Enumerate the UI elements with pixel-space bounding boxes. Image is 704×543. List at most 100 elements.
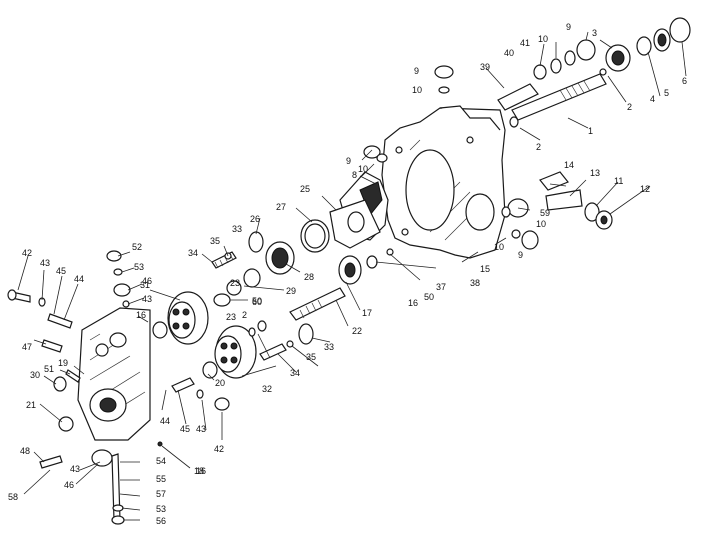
callout: 35 bbox=[306, 352, 316, 362]
bolt-48 bbox=[39, 455, 63, 469]
ring-10 bbox=[564, 50, 576, 66]
callout: 23 bbox=[230, 278, 240, 288]
callout: 12 bbox=[640, 184, 650, 194]
plug-52 bbox=[106, 250, 122, 262]
callout: 34 bbox=[290, 368, 300, 378]
callout: 14 bbox=[564, 160, 574, 170]
callout: 1 bbox=[588, 126, 593, 136]
callout: 5 bbox=[664, 88, 669, 98]
oring-53-top bbox=[113, 268, 123, 276]
oring-43-right bbox=[196, 389, 204, 399]
callout: 33 bbox=[324, 342, 334, 352]
callout: 53 bbox=[156, 504, 166, 514]
callout: 32 bbox=[262, 384, 272, 394]
pin-51 bbox=[65, 369, 81, 383]
ring-29 bbox=[226, 280, 242, 296]
callout: 48 bbox=[20, 446, 30, 456]
sleeve-33-top bbox=[248, 231, 264, 253]
pin-23-mid bbox=[248, 327, 256, 337]
plug-9-left bbox=[363, 145, 381, 159]
callout: 9 bbox=[518, 250, 523, 260]
callout: 10 bbox=[358, 164, 368, 174]
shaft-22 bbox=[289, 287, 346, 321]
center-housing bbox=[329, 105, 506, 259]
shaft-1 bbox=[511, 73, 607, 121]
callout: 15 bbox=[480, 264, 490, 274]
callout: 4 bbox=[650, 94, 655, 104]
callout: 20 bbox=[215, 378, 225, 388]
spring-44-left bbox=[47, 313, 73, 329]
callout: 43 bbox=[142, 294, 152, 304]
callout: 46 bbox=[64, 480, 74, 490]
callout-labels: 1 2 2 2 3 4 5 6 8 9 9 9 9 10 10 10 10 10… bbox=[8, 22, 687, 526]
bushing-16-right bbox=[366, 255, 378, 269]
callout: 45 bbox=[180, 424, 190, 434]
callout: 41 bbox=[520, 38, 530, 48]
callout: 47 bbox=[22, 342, 32, 352]
callout: 26 bbox=[250, 214, 260, 224]
callout: 53 bbox=[134, 262, 144, 272]
callout: 55 bbox=[156, 474, 166, 484]
callout: 50 bbox=[252, 296, 262, 306]
plug-56 bbox=[111, 515, 125, 525]
callout: 11 bbox=[614, 176, 623, 186]
callout: 10 bbox=[412, 85, 422, 95]
pin-2-mid bbox=[257, 320, 267, 332]
callout: 46 bbox=[142, 276, 152, 286]
spring-44-right bbox=[171, 377, 195, 393]
callout: 42 bbox=[22, 248, 32, 258]
callout: 35 bbox=[210, 236, 220, 246]
callout: 43 bbox=[40, 258, 50, 268]
callout: 16 bbox=[408, 298, 418, 308]
plug-9-right bbox=[521, 230, 539, 250]
callout: 29 bbox=[286, 286, 296, 296]
callout: 16 bbox=[196, 466, 206, 476]
ring-40 bbox=[533, 64, 547, 80]
callout: 21 bbox=[26, 400, 36, 410]
callout: 6 bbox=[682, 76, 687, 86]
callout: 50 bbox=[424, 292, 434, 302]
washer-20 bbox=[202, 361, 218, 379]
callout: 10 bbox=[536, 219, 546, 229]
pin-2 bbox=[599, 68, 607, 76]
leader-lines bbox=[17, 31, 687, 521]
callout: 2 bbox=[627, 102, 632, 112]
plug-46-top bbox=[113, 283, 131, 297]
sleeve-33-bottom bbox=[298, 323, 314, 345]
pin-18 bbox=[157, 441, 163, 447]
callout: 45 bbox=[56, 266, 66, 276]
callout: 27 bbox=[276, 202, 286, 212]
center-section bbox=[7, 250, 230, 525]
callout: 39 bbox=[480, 62, 490, 72]
bolt-42-right bbox=[214, 397, 230, 411]
input-shaft-assembly bbox=[434, 17, 691, 128]
callout: 43 bbox=[70, 464, 80, 474]
callout: 8 bbox=[352, 170, 357, 180]
callout: 58 bbox=[8, 492, 18, 502]
callout: 18 bbox=[194, 466, 204, 476]
shaft-13 bbox=[545, 189, 583, 211]
callout: 37 bbox=[436, 282, 446, 292]
callout: 30 bbox=[30, 370, 40, 380]
washer-30 bbox=[53, 376, 67, 392]
motor-rotating-group bbox=[152, 219, 394, 379]
callout: 22 bbox=[352, 326, 362, 336]
callout: 17 bbox=[362, 308, 372, 318]
callout: 51 bbox=[44, 364, 54, 374]
oring-53-bottom bbox=[112, 504, 124, 512]
callout: 56 bbox=[156, 516, 166, 526]
ring-41 bbox=[550, 58, 562, 74]
callout: 38 bbox=[470, 278, 480, 288]
callout: 52 bbox=[132, 242, 142, 252]
callout: 44 bbox=[160, 416, 170, 426]
callout: 44 bbox=[74, 274, 84, 284]
seal-ring-6 bbox=[669, 17, 691, 43]
callout: 31 bbox=[140, 280, 150, 290]
callout: 57 bbox=[156, 489, 166, 499]
ring-28 bbox=[243, 268, 261, 288]
lever-14 bbox=[539, 171, 569, 191]
plug-21 bbox=[58, 416, 74, 432]
callout: 33 bbox=[232, 224, 242, 234]
spring-60 bbox=[213, 293, 231, 307]
